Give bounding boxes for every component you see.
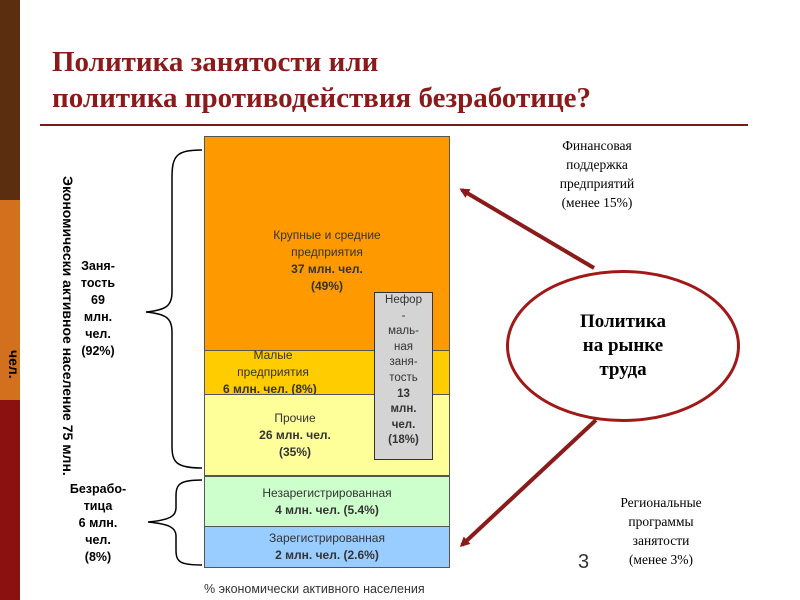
informal-line-4: ная (394, 340, 413, 353)
informal-employment-box: Нефор - маль- ная заня- тость 13 млн. че… (374, 292, 433, 460)
unemployment-line-1: Безрабо- (69, 482, 127, 496)
finance-line-3: предприятий (559, 176, 635, 191)
finance-line-1: Финансовая (562, 138, 632, 153)
segment-registered-value: 2 млн. чел. (2.6%) (275, 548, 379, 562)
title-rule (40, 124, 748, 126)
employment-line-6: (92%) (81, 344, 115, 358)
unemployment-line-4: чел. (85, 533, 111, 547)
informal-value-4: (18%) (388, 434, 419, 447)
employment-line-1: Заня- (81, 259, 115, 273)
regional-line-3: занятости (632, 533, 690, 548)
segment-registered: Зарегистрированная 2 млн. чел. (2.6%) (204, 526, 450, 568)
segment-large-enterprises: Крупные и средние предприятия 37 млн. че… (204, 136, 450, 351)
policy-center-label: Политика на рынке труда (579, 311, 667, 380)
unemployment-brace (147, 479, 203, 566)
finance-line-4: (менее 15%) (561, 195, 633, 210)
page-number: 3 (578, 551, 590, 573)
employment-label: Заня- тость 69 млн. чел. (92%) (70, 258, 126, 360)
informal-line-1: Нефор (385, 294, 422, 306)
segment-other-value: 26 млн. чел. (259, 427, 331, 442)
decor-stripe-3 (0, 400, 20, 600)
informal-line-3: маль- (388, 325, 419, 338)
employment-line-2: тость (80, 276, 116, 290)
informal-value-1: 13 (397, 387, 410, 400)
finance-line-2: поддержка (566, 157, 628, 172)
segment-large-value: 37 млн. чел. (291, 261, 363, 276)
segment-large-label: Крупные и средние предприятия (273, 227, 381, 259)
unemployment-line-3: 6 млн. (78, 516, 118, 530)
segment-unregistered-value: 4 млн. чел. (5.4%) (275, 502, 379, 517)
title-line-1: Политика занятости или (52, 46, 379, 78)
decor-stripe-2 (0, 200, 20, 400)
segment-other-share: (35%) (278, 444, 311, 459)
segment-small-label: Малые предприятия (237, 348, 309, 379)
informal-line-5: заня- (389, 356, 418, 369)
informal-value-3: чел. (391, 418, 416, 431)
arrow-to-large-enterprises (459, 188, 596, 270)
decor-stripe-1 (0, 0, 20, 200)
regional-line-4: (менее 3%) (628, 552, 694, 567)
employment-line-5: чел. (85, 327, 111, 341)
informal-line-2: - (401, 309, 406, 322)
segment-large-share: (49%) (310, 278, 343, 293)
unemployment-line-2: тица (83, 499, 113, 513)
segment-unregistered-label: Незарегистрированная (262, 485, 392, 500)
regional-line-2: программы (628, 514, 694, 529)
segment-other-label: Прочие (274, 410, 316, 425)
unemployment-label: Безрабо- тица 6 млн. чел. (8%) (60, 481, 136, 566)
page-title: Политика занятости или политика противод… (52, 44, 772, 116)
arrow-to-registered (459, 418, 598, 548)
x-axis-label: % экономически активного населения (204, 582, 425, 596)
regional-line-1: Региональные (620, 495, 702, 510)
segment-registered-label: Зарегистрированная (269, 531, 385, 545)
segment-small-value: 6 млн. чел. (8%) (223, 382, 317, 396)
finance-support-note: Финансовая поддержка предприятий (менее … (522, 136, 672, 212)
informal-value-2: млн. (390, 403, 417, 416)
informal-line-6: тость (389, 371, 418, 384)
title-line-2: политика противодействия безработице? (52, 82, 592, 114)
employment-line-3: 69 (91, 293, 105, 307)
unemployment-line-5: (8%) (84, 550, 112, 564)
labor-market-policy-ellipse: Политика на рынке труда (506, 270, 740, 422)
regional-programs-note: Региональные программы занятости (менее … (586, 493, 736, 569)
employment-line-4: млн. (83, 310, 113, 324)
employment-brace (145, 149, 203, 469)
